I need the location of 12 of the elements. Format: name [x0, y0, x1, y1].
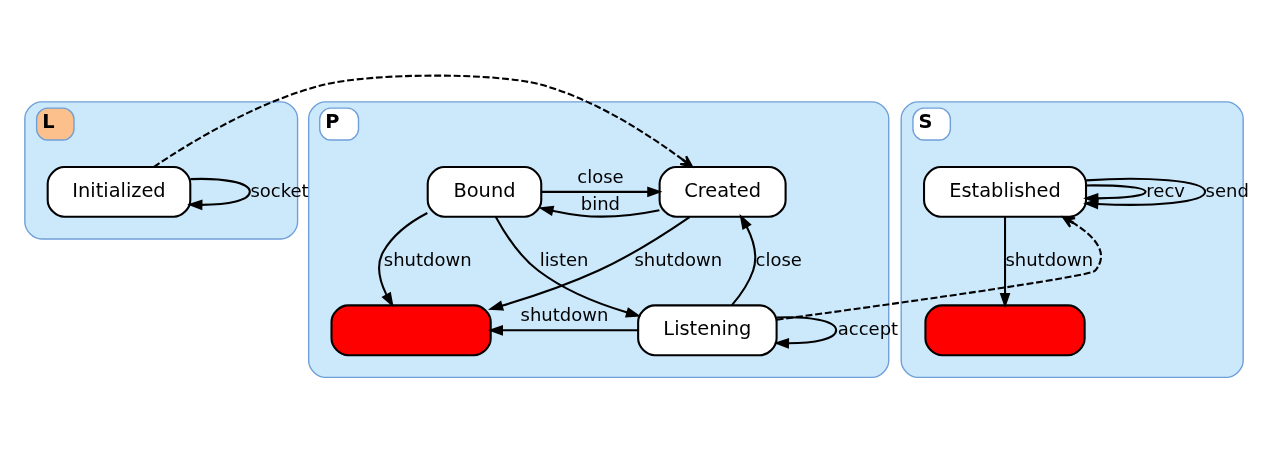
- edge-label: shutdown: [520, 303, 609, 325]
- edge-label: bind: [580, 192, 621, 214]
- edge-label: socket: [250, 179, 309, 201]
- edge-label: shutdown: [1005, 248, 1094, 270]
- edge-label: shutdown: [383, 248, 472, 270]
- edge-label: shutdown: [634, 248, 723, 270]
- edge-label: close: [577, 165, 624, 187]
- edge-label: send: [1205, 179, 1249, 201]
- edge-label: listen: [539, 248, 589, 270]
- edge-label: recv: [1146, 179, 1185, 201]
- edge-label: accept: [837, 317, 899, 339]
- edge-label: close: [755, 248, 802, 270]
